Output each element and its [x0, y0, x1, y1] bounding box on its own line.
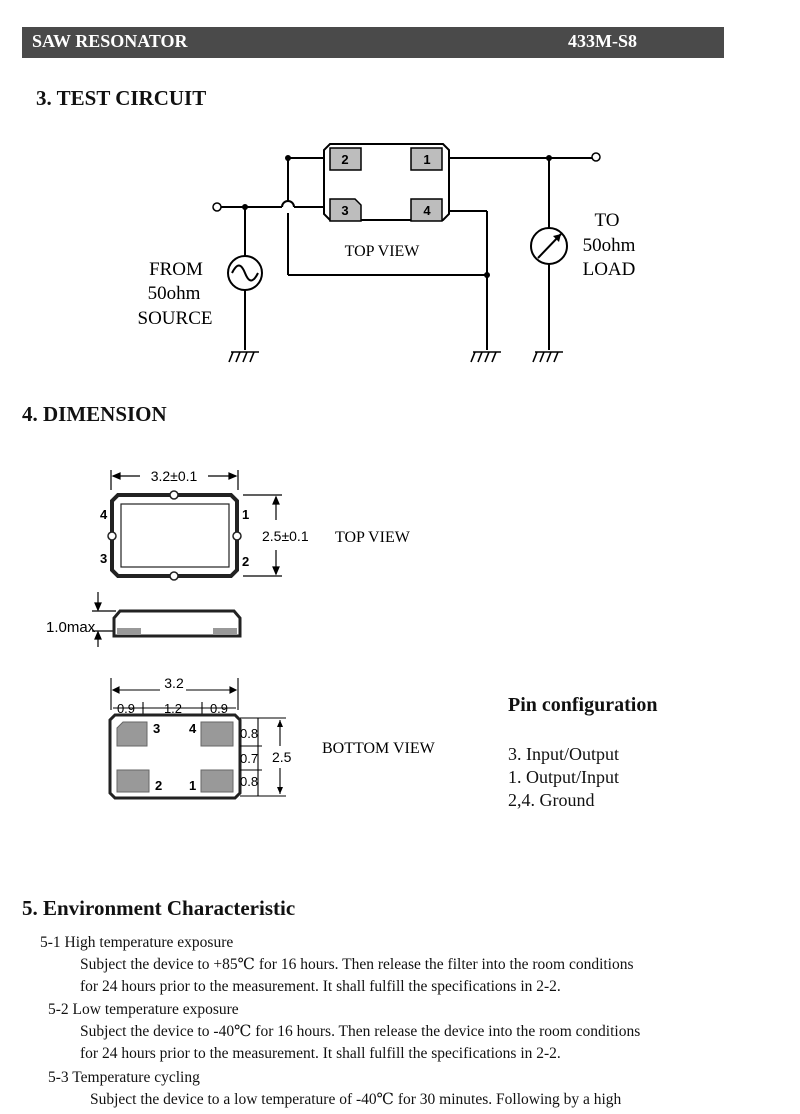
dim-width-label: 3.2±0.1 — [151, 468, 198, 484]
bottom-pin-3: 3 — [153, 721, 160, 736]
bottom-v1: 0.8 — [240, 726, 258, 741]
bottom-v2: 0.7 — [240, 751, 258, 766]
source-label-1: FROM — [149, 259, 203, 280]
top-pin-4: 4 — [100, 507, 108, 522]
env-5-3-line: Subject the device to a low temperature … — [90, 1091, 622, 1108]
bottom-v3: 0.8 — [240, 774, 258, 789]
bottom-pin-1: 1 — [189, 778, 196, 793]
pin-config-item: 1. Output/Input — [508, 767, 619, 787]
test-circuit-diagram: 2 1 3 4 TOP VIEW FROM 50ohm SOURCE TO 50… — [138, 143, 636, 363]
top-pin-1: 1 — [242, 507, 249, 522]
section-title-environment: 5. Environment Characteristic — [22, 896, 296, 920]
ground-symbols — [228, 351, 563, 363]
env-5-3-title: 5-3 Temperature cycling — [48, 1069, 200, 1086]
bottom-seg-a: 0.9 — [117, 701, 135, 716]
env-5-2-line: for 24 hours prior to the measurement. I… — [80, 1045, 561, 1062]
load-label-2: 50ohm — [583, 235, 636, 256]
header-product-type: SAW RESONATOR — [32, 31, 188, 51]
dimension-drawing: 3.2±0.1 4 1 3 2 2.5±0.1 TOP VIEW 1.0max — [46, 468, 436, 800]
bottom-view-label: BOTTOM VIEW — [322, 740, 436, 757]
bottom-width-label: 3.2 — [164, 675, 184, 691]
dim-height-label: 2.5±0.1 — [262, 528, 309, 544]
bottom-height: 2.5 — [272, 749, 292, 765]
dim-thickness-label: 1.0max — [46, 619, 96, 636]
env-5-1-title: 5-1 High temperature exposure — [40, 934, 234, 951]
top-pin-2: 2 — [242, 554, 249, 569]
pin-config-item: 2,4. Ground — [508, 790, 595, 810]
pin-config-item: 3. Input/Output — [508, 744, 619, 764]
pin-config-title: Pin configuration — [508, 694, 658, 716]
env-5-2-line: Subject the device to -40℃ for 16 hours.… — [80, 1023, 641, 1040]
bottom-seg-b: 1.2 — [164, 701, 182, 716]
env-5-1-line: Subject the device to +85℃ for 16 hours.… — [80, 956, 634, 973]
env-5-1-line: for 24 hours prior to the measurement. I… — [80, 978, 561, 995]
document-header: SAW RESONATOR 433M-S8 — [22, 27, 724, 58]
circuit-top-view-label: TOP VIEW — [345, 243, 421, 260]
bottom-pin-4: 4 — [189, 721, 197, 736]
circuit-pin-2: 2 — [341, 152, 348, 167]
bottom-pin-2: 2 — [155, 778, 162, 793]
dim-top-view-label: TOP VIEW — [335, 529, 411, 546]
env-5-2-title: 5-2 Low temperature exposure — [48, 1001, 239, 1018]
load-label-1: TO — [595, 210, 620, 231]
bottom-seg-c: 0.9 — [210, 701, 228, 716]
circuit-pin-1: 1 — [423, 152, 430, 167]
header-part-number: 433M-S8 — [568, 31, 637, 51]
section-title-dimension: 4. DIMENSION — [22, 402, 167, 426]
section-title-test-circuit: 3. TEST CIRCUIT — [36, 86, 207, 110]
source-label-2: 50ohm — [148, 283, 201, 304]
source-label-3: SOURCE — [138, 308, 213, 329]
circuit-pin-4: 4 — [423, 203, 431, 218]
circuit-pin-3: 3 — [341, 203, 348, 218]
load-label-3: LOAD — [583, 259, 636, 280]
top-pin-3: 3 — [100, 551, 107, 566]
